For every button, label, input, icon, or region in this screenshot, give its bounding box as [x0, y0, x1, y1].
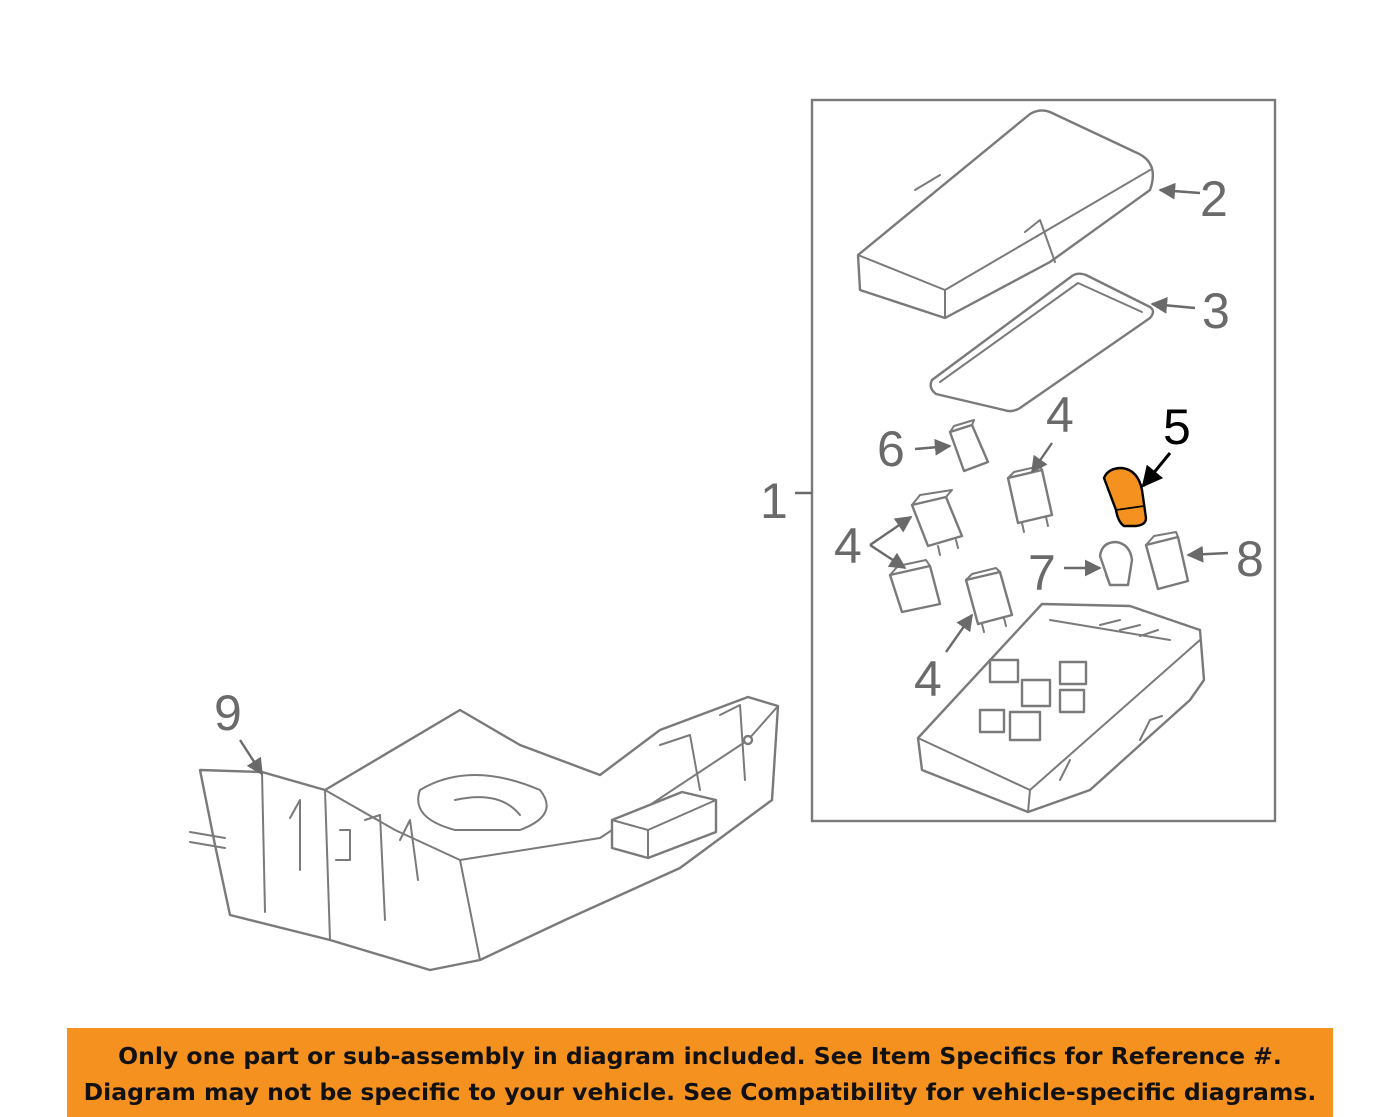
disclaimer-banner: Only one part or sub-assembly in diagram… [67, 1028, 1333, 1117]
callout-9: 9 [214, 685, 242, 741]
part-cover [856, 109, 1155, 320]
part-8 [1144, 531, 1190, 591]
part-5-highlighted [1102, 466, 1148, 528]
part-6 [948, 419, 990, 473]
callout-4-bottom: 4 [914, 651, 942, 707]
parts-diagram: 1 2 3 4 4 4 5 6 7 8 9 [189, 98, 1277, 972]
part-4-relay-left-lower [888, 559, 942, 614]
callout-2: 2 [1200, 171, 1228, 227]
callout-8: 8 [1236, 531, 1264, 587]
callout-7: 7 [1028, 545, 1056, 601]
callout-4-left: 4 [834, 518, 862, 574]
part-4-relay-upper [1006, 465, 1054, 533]
callout-6: 6 [877, 421, 905, 477]
disclaimer-line-2: Diagram may not be specific to your vehi… [83, 1078, 1317, 1106]
part-4-relay-left-upper [910, 489, 964, 556]
part-7 [1098, 540, 1134, 587]
callout-5: 5 [1163, 399, 1191, 455]
part-plate [929, 272, 1155, 413]
callout-3: 3 [1202, 283, 1230, 339]
fuse-block [916, 602, 1206, 814]
part-tray [189, 695, 780, 972]
callout-1: 1 [760, 473, 788, 529]
part-4-relay-bottom [964, 567, 1014, 633]
assembly-frame [810, 98, 1277, 823]
callout-4-upper: 4 [1046, 387, 1074, 443]
disclaimer-line-1: Only one part or sub-assembly in diagram… [118, 1042, 1282, 1070]
